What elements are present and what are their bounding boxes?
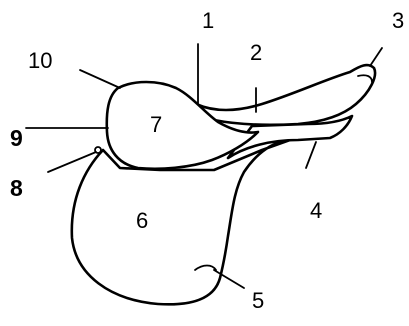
leader-5 bbox=[213, 269, 245, 289]
knee-roll bbox=[105, 80, 260, 171]
saddle-seat bbox=[194, 63, 377, 127]
label-10: 10 bbox=[28, 48, 52, 73]
label-8: 8 bbox=[10, 175, 23, 201]
label-6: 6 bbox=[136, 208, 148, 233]
leader-3 bbox=[369, 47, 383, 67]
label-7: 7 bbox=[150, 112, 162, 137]
leader-4 bbox=[305, 141, 317, 169]
leader-8 bbox=[47, 151, 97, 173]
label-9: 9 bbox=[10, 125, 23, 151]
saddle-panel bbox=[226, 114, 354, 160]
saddle-flap bbox=[70, 138, 292, 306]
label-3: 3 bbox=[392, 8, 404, 33]
label-1: 1 bbox=[202, 8, 214, 33]
label-2: 2 bbox=[250, 40, 262, 65]
leader-10 bbox=[79, 69, 121, 89]
stirrup-bar-mark bbox=[194, 264, 217, 271]
d-ring bbox=[94, 146, 102, 154]
label-5: 5 bbox=[252, 288, 264, 313]
label-4: 4 bbox=[310, 198, 322, 223]
cantle-edge bbox=[357, 74, 373, 83]
